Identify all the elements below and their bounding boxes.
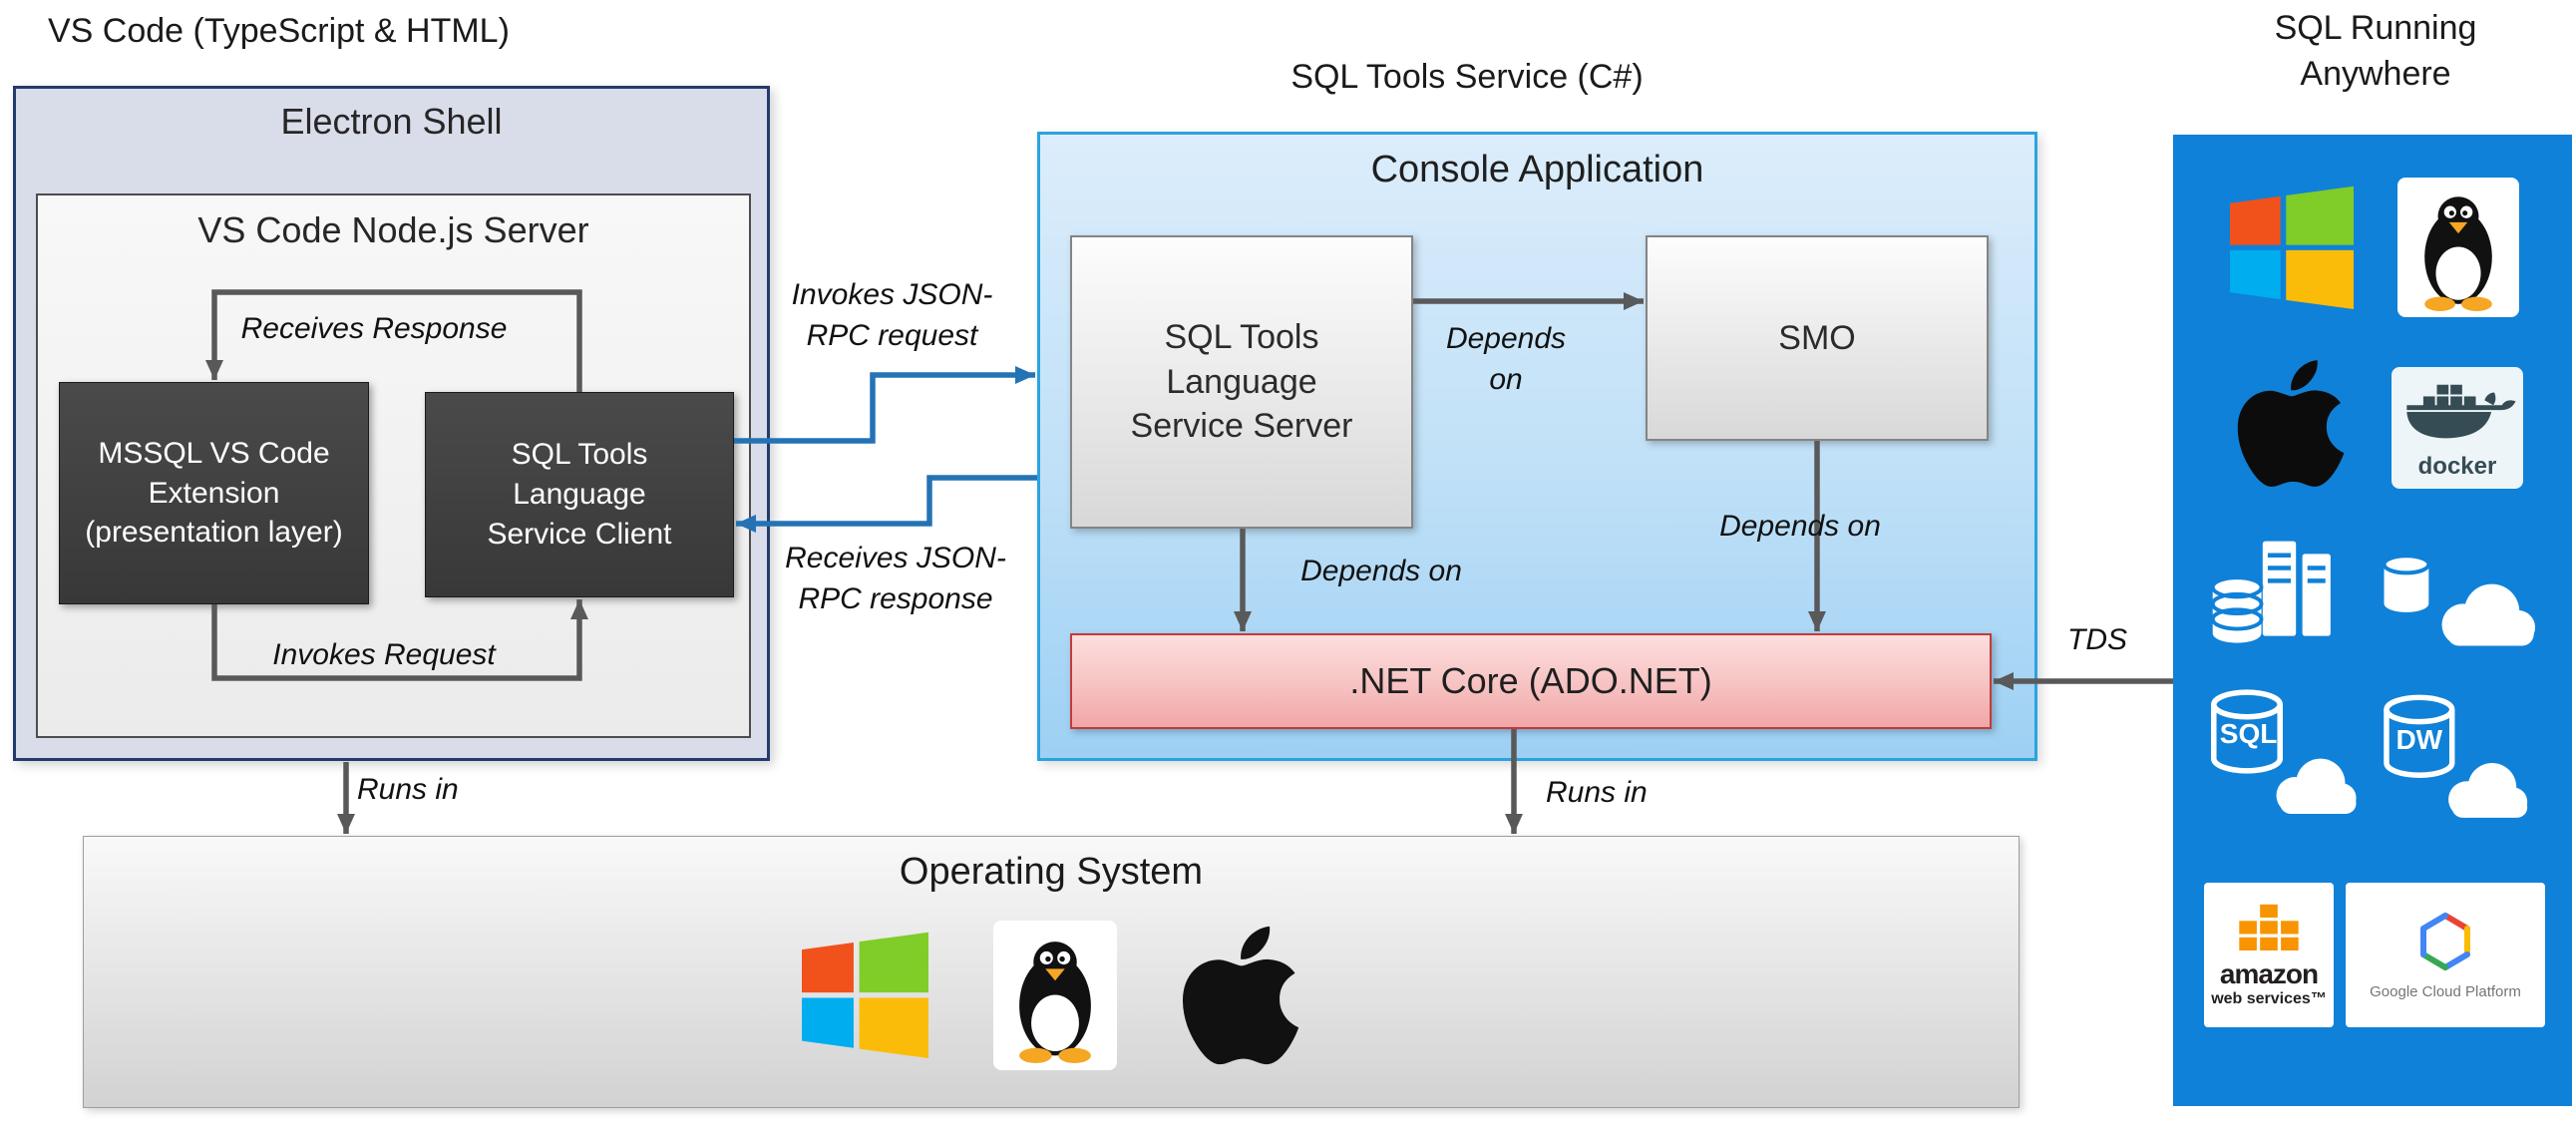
net-core-box: .NET Core (ADO.NET) [1070,633,1992,729]
apple-logo-icon [1182,926,1299,1065]
sql-tools-service-server-box: SQL Tools Language Service Server [1070,235,1413,529]
console-application-title: Console Application [1370,149,1704,190]
cloud-database-cell [2369,547,2543,661]
aws-logo-icon [2239,904,2299,950]
azure-cloud-database-icon [2382,553,2535,646]
mssql-extension-label: MSSQL VS Code Extension (presentation la… [85,436,343,550]
os-logo-row [84,917,2019,1074]
arrow-receives-jsonrpc [736,475,1037,533]
runs-in-right-label: Runs in [1546,776,1648,809]
depends-on-server-net-label: Depends on [1300,555,1462,587]
electron-shell-title: Electron Shell [280,101,503,142]
sql-running-anywhere-section-title: SQL Running Anywhere [2274,9,2477,93]
sql-tools-service-client-label: SQL Tools Language Service Client [487,438,672,551]
sql-cylinder-cloud-graphic [2211,689,2357,814]
arrow-invokes-jsonrpc [734,366,1035,444]
smo-label: SMO [1778,318,1856,357]
operating-system-box: Operating System [83,836,2020,1108]
windows-logo-icon [2229,186,2354,309]
azure-dw-cell: DW [2364,690,2543,830]
sql-running-anywhere-panel: docker [2173,135,2572,1106]
linux-tux-tile [2397,178,2519,317]
mssql-extension-box: MSSQL VS Code Extension (presentation la… [59,382,369,604]
runs-in-left-label: Runs in [357,773,459,806]
azure-sql-cell: SQL [2199,683,2359,828]
windows-logo-icon [802,932,928,1058]
gcp-tile: Google Cloud Platform [2346,883,2545,1027]
gcp-hexagon-icon [2420,913,2470,970]
net-core-label: .NET Core (ADO.NET) [1349,660,1712,701]
smo-box: SMO [1646,235,1989,441]
receives-jsonrpc-label: Receives JSON-RPC response [785,542,1006,615]
receives-response-label: Receives Response [240,312,508,345]
linux-tux-icon [1019,942,1091,1063]
depends-on-smo-net-label: Depends on [1719,510,1881,543]
docker-tile: docker [2392,367,2523,489]
sql-badge-label: SQL [2219,717,2278,749]
linux-tux-tile [993,921,1117,1070]
dw-badge-label: DW [2395,723,2443,755]
vscode-node-server-title: VS Code Node.js Server [197,209,589,250]
linux-tux-icon [2424,196,2492,311]
depends-on-server-smo-label: Depends on [1445,322,1567,396]
apple-cell [2232,351,2350,496]
sql-server-cell [2199,537,2359,661]
invokes-jsonrpc-label: Invokes JSON-RPC request [791,278,993,352]
sql-tools-service-section-title: SQL Tools Service (C#) [1290,58,1644,96]
tds-label: TDS [2067,623,2127,656]
azure-dw-cloud-icon: DW [2364,690,2543,830]
sql-tools-service-client-box: SQL Tools Language Service Client [425,392,734,597]
docker-whale-icon [2406,384,2516,439]
aws-amazon-label: amazon [2219,957,2319,989]
docker-label: docker [2417,453,2497,480]
windows-cell [2227,183,2357,312]
invokes-request-label: Invokes Request [272,638,496,671]
vscode-section-title: VS Code (TypeScript & HTML) [48,12,510,50]
dw-cylinder-cloud-graphic [2384,694,2528,818]
aws-tile: amazon web services™ [2204,883,2334,1027]
apple-logo-icon [2237,360,2345,487]
operating-system-title: Operating System [899,851,1204,893]
aws-web-services-label: web services™ [2211,989,2327,1007]
gcp-label: Google Cloud Platform [2370,983,2521,1000]
sql-tools-service-server-label: SQL Tools Language Service Server [1130,317,1353,446]
azure-sql-cloud-icon: SQL [2199,683,2359,828]
sql-server-database-icon [2210,541,2331,643]
